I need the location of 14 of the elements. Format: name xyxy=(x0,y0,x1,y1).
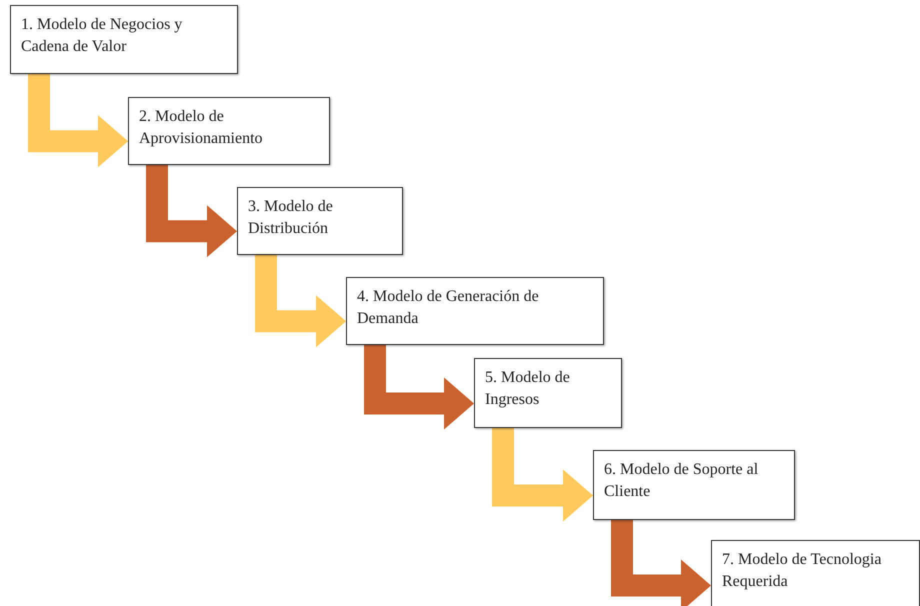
process-box xyxy=(593,450,795,520)
box-label: 6. Modelo de Soporte al Cliente xyxy=(604,460,760,502)
box-label: 3. Modelo de Distribución xyxy=(248,197,334,239)
process-box xyxy=(346,277,604,345)
box-label: 7. Modelo de Tecnologia Requerida xyxy=(722,550,882,592)
box-label: 1. Modelo de Negocios y Cadena de Valor xyxy=(21,15,184,57)
process-box xyxy=(128,97,330,165)
box-label: 5. Modelo de Ingresos xyxy=(485,368,571,410)
process-box xyxy=(237,187,403,255)
box-label: 2. Modelo de Aprovisionamiento xyxy=(139,107,264,149)
process-box xyxy=(474,358,622,428)
process-box xyxy=(711,540,920,606)
process-box xyxy=(10,5,238,74)
box-label: 4. Modelo de Generación de Demanda xyxy=(357,287,540,329)
